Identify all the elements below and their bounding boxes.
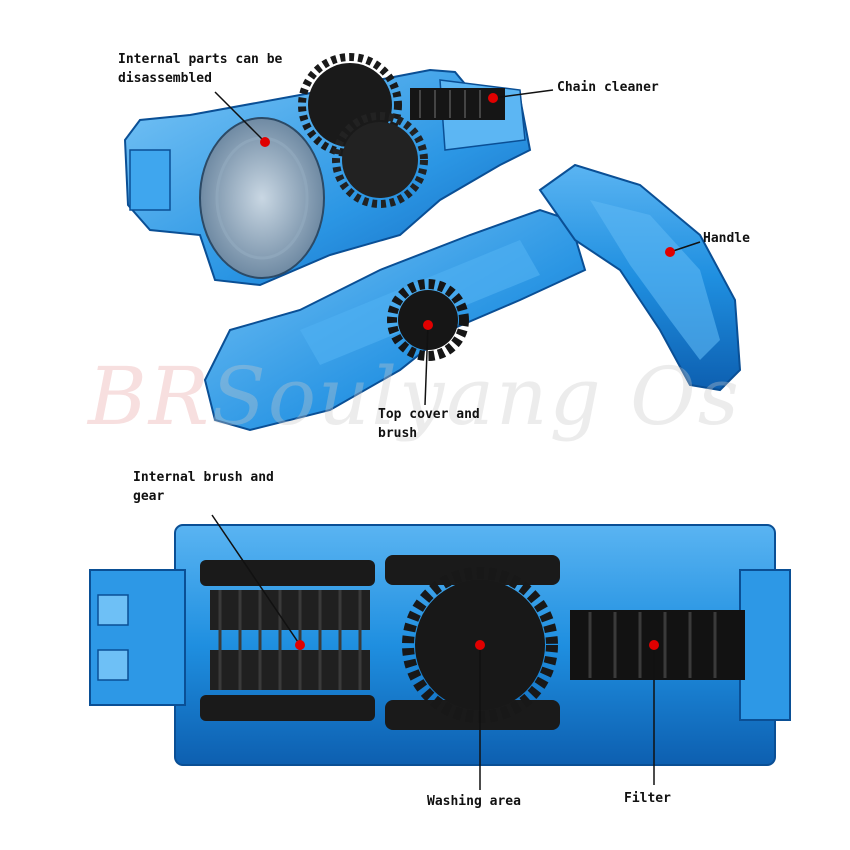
watermark-part2: Soulyang Os	[211, 350, 741, 443]
label-internal-brush: Internal brush and gear	[133, 470, 274, 504]
watermark-part1: BR	[88, 350, 212, 443]
watermark: BRSoulyang Os	[88, 350, 741, 443]
label-filter: Filter	[624, 791, 671, 806]
marker-chain-cleaner	[488, 93, 498, 103]
leader-lines	[211, 89, 701, 790]
leader-chain-cleaner	[492, 89, 554, 99]
internal-gear-small	[332, 112, 428, 208]
leader-internal-parts	[214, 91, 266, 143]
label-top-cover: Top cover and brush	[378, 407, 480, 441]
leader-handle	[669, 241, 701, 253]
marker-top-cover	[423, 320, 433, 330]
label-internal-parts: Internal parts can be disassembled	[118, 52, 283, 86]
leader-internal-brush	[211, 514, 301, 646]
marker-internal-brush	[295, 640, 305, 650]
marker-filter	[649, 640, 659, 650]
label-handle: Handle	[703, 231, 750, 246]
marker-handle	[665, 247, 675, 257]
chain-cleaner-brush-block	[410, 88, 505, 120]
handle	[538, 163, 742, 392]
leader-top-cover	[424, 324, 429, 406]
internal-brush-left	[200, 560, 375, 721]
washing-gear	[385, 555, 560, 730]
label-chain-cleaner: Chain cleaner	[557, 80, 659, 95]
cleaning-wheel	[199, 117, 325, 279]
marker-internal-parts	[260, 137, 270, 147]
label-washing-area: Washing area	[427, 794, 521, 809]
marker-washing-area	[475, 640, 485, 650]
markers	[260, 93, 675, 650]
